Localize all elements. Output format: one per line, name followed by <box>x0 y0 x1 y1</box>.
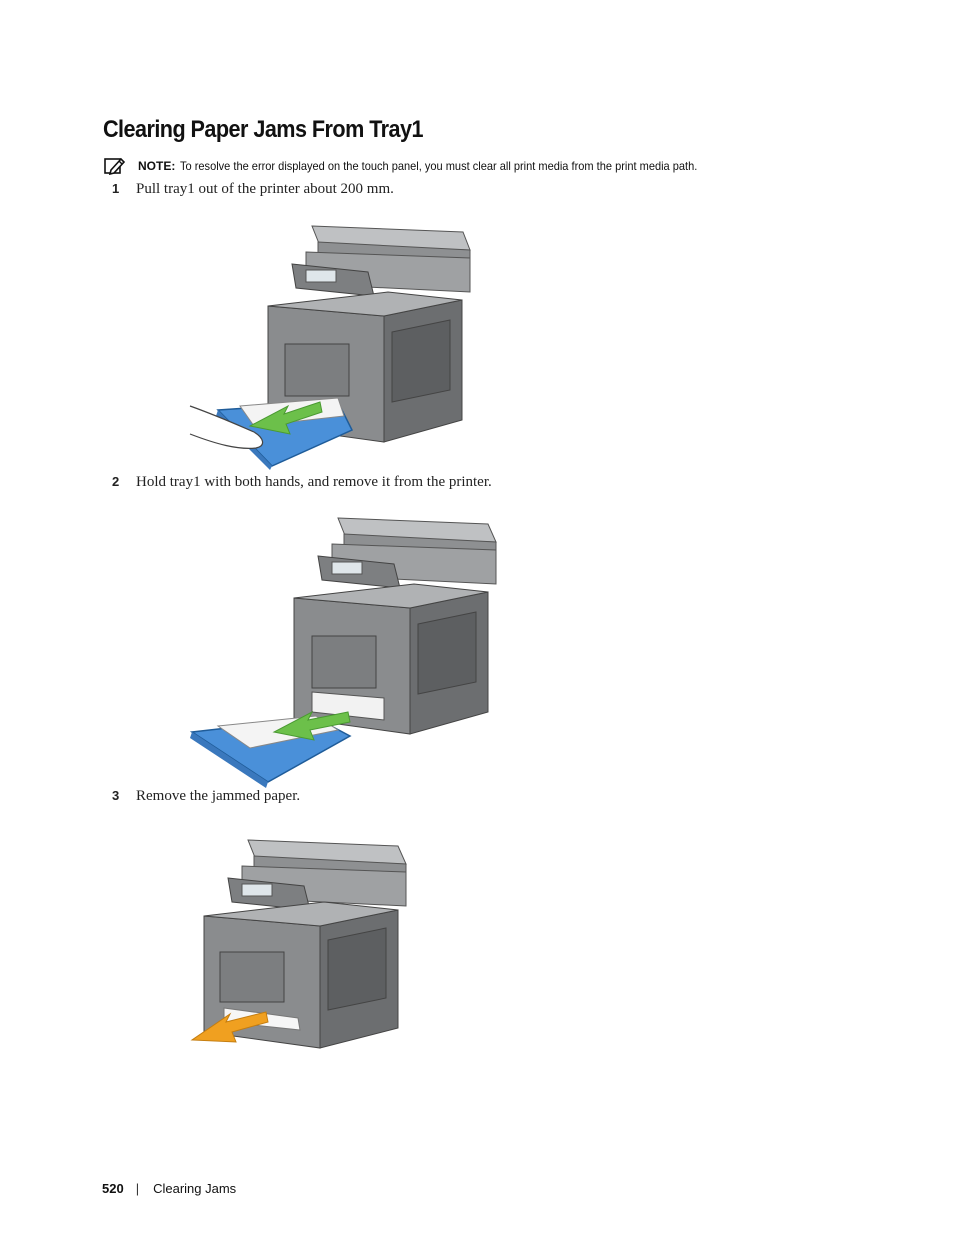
note-block: NOTE: To resolve the error displayed on … <box>104 157 824 175</box>
printer-illustration <box>189 225 471 470</box>
page-title: Clearing Paper Jams From Tray1 <box>103 116 424 143</box>
printer-illustration <box>189 517 497 788</box>
step-text: Remove the jammed paper. <box>136 788 301 804</box>
page-footer: 520 | Clearing Jams <box>102 1181 236 1196</box>
printer-illustration <box>190 839 407 1049</box>
step-text: Hold tray1 with both hands, and remove i… <box>136 474 492 490</box>
footer-separator: | <box>135 1181 140 1196</box>
footer-section: Clearing Jams <box>153 1181 237 1196</box>
step-number: 2 <box>112 474 120 489</box>
pencil-note-icon <box>104 157 126 175</box>
step-1: 1 Pull tray1 out of the printer about 200… <box>112 181 394 198</box>
page-number: 520 <box>102 1181 124 1196</box>
step-2: 2 Hold tray1 with both hands, and remove … <box>112 474 492 491</box>
step-text: Pull tray1 out of the printer about 200 … <box>136 181 394 197</box>
step-3: 3 Remove the jammed paper. <box>112 788 300 805</box>
note-text: To resolve the error displayed on the to… <box>180 159 698 173</box>
note-label: NOTE: <box>138 159 176 173</box>
step-number: 3 <box>112 788 120 803</box>
step-number: 1 <box>112 181 120 196</box>
